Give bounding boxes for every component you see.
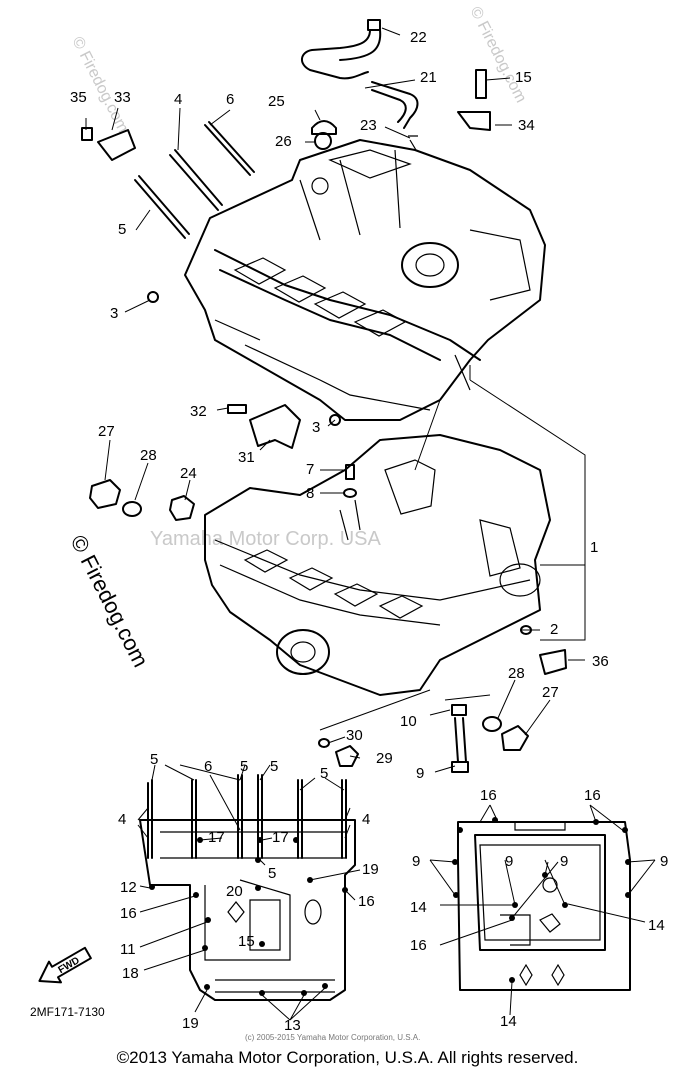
part-label: 23 [360, 117, 377, 134]
part-label: 5 [270, 758, 278, 775]
part-label: 12 [120, 879, 137, 896]
part-label: 28 [508, 665, 525, 682]
part-label: 35 [70, 89, 87, 106]
part-label: 34 [518, 117, 535, 134]
part-label: 6 [204, 758, 212, 775]
part-label: 5 [268, 865, 276, 882]
part-label: 17 [272, 829, 289, 846]
part-label: 3 [312, 419, 320, 436]
breather-hose-group [301, 19, 491, 131]
forward-arrow-icon: FWD [38, 946, 92, 984]
part-label: 17 [208, 829, 225, 846]
part-label: 16 [480, 787, 497, 804]
watermark-text: © Firedog.com [66, 531, 154, 671]
part-label: 6 [226, 91, 234, 108]
part-label: 19 [182, 1015, 199, 1032]
part-label: 15 [238, 933, 255, 950]
part-label: 4 [174, 91, 182, 108]
part-label: 29 [376, 750, 393, 767]
bottom-left-view [139, 774, 356, 1001]
part-label: 9 [412, 853, 420, 870]
part-label: 18 [122, 965, 139, 982]
part-label: 14 [410, 899, 427, 916]
part-label: 1 [590, 539, 598, 556]
part-label: 16 [584, 787, 601, 804]
part-label: 30 [346, 727, 363, 744]
part-label: 11 [120, 941, 136, 958]
part-label: 9 [560, 853, 568, 870]
part-label: 5 [240, 758, 248, 775]
copyright-notice: ©2013 Yamaha Motor Corporation, U.S.A. A… [116, 1048, 579, 1067]
part-label: 16 [410, 937, 427, 954]
watermark-top-left: © Firedog.com [68, 34, 131, 135]
part-label: 19 [362, 861, 379, 878]
figure-code: 2MF171-7130 [30, 1005, 105, 1019]
part-label: 13 [284, 1017, 301, 1034]
fwd-label: FWD [56, 955, 81, 976]
part-label: 26 [275, 133, 292, 150]
part-label: 8 [306, 485, 314, 502]
part-label: 14 [648, 917, 665, 934]
part-label: 27 [542, 684, 559, 701]
part-label: 9 [505, 853, 513, 870]
part-label: 3 [110, 305, 118, 322]
watermark-text: © Firedog.com [68, 34, 131, 135]
upper-crankcase [184, 139, 546, 421]
part-label: 2 [550, 621, 558, 638]
part-labels: 22 21 15 35 33 4 6 25 26 23 34 5 3 32 3 … [70, 29, 668, 1034]
lower-small-parts [89, 404, 567, 773]
part-label: 21 [420, 69, 437, 86]
part-label: 25 [268, 93, 285, 110]
part-label: 36 [592, 653, 609, 670]
part-label: 9 [660, 853, 668, 870]
part-label: 16 [358, 893, 375, 910]
watermark-left: © Firedog.com [66, 531, 154, 671]
part-label: 7 [306, 461, 314, 478]
part-label: 4 [118, 811, 126, 828]
part-label: 5 [150, 751, 158, 768]
lower-crankcase [204, 434, 551, 696]
part-label: 27 [98, 423, 115, 440]
part-label: 28 [140, 447, 157, 464]
part-label: 4 [362, 811, 370, 828]
part-label: 5 [320, 765, 328, 782]
upper-bolts [81, 120, 418, 426]
part-label: 14 [500, 1013, 517, 1030]
part-label: 9 [416, 765, 424, 782]
part-label: 31 [238, 449, 255, 466]
part-label: 15 [515, 69, 532, 86]
part-label: 10 [400, 713, 417, 730]
bottom-right-view [452, 817, 631, 991]
part-label: 24 [180, 465, 197, 482]
part-label: 20 [226, 883, 243, 900]
part-label: 22 [410, 29, 427, 46]
part-label: 5 [118, 221, 126, 238]
part-label: 32 [190, 403, 207, 420]
leader-lines [85, 27, 656, 1021]
small-copyright: (c) 2005-2015 Yamaha Motor Corporation, … [245, 1033, 420, 1042]
part-label: 16 [120, 905, 137, 922]
part-label: 33 [114, 89, 131, 106]
watermark-center: Yamaha Motor Corp. USA [150, 528, 381, 550]
